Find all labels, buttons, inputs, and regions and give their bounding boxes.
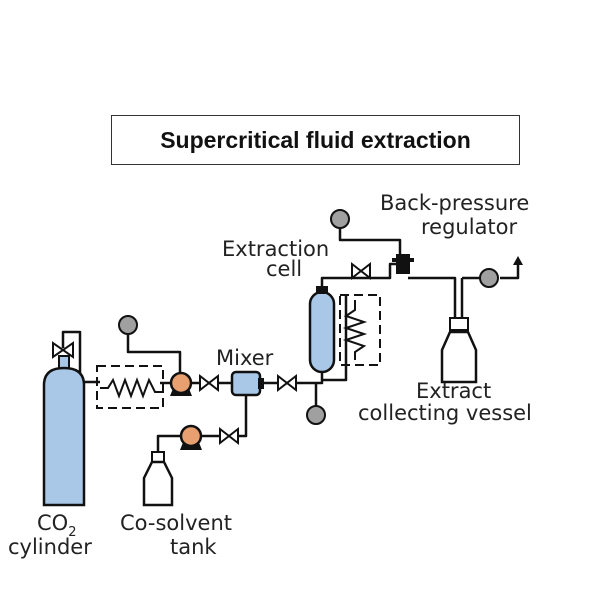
- bpr-label-line-2: regulator: [421, 215, 518, 239]
- heater-1-dashed-box: [96, 365, 164, 409]
- cell-to-bpr-line: [320, 262, 400, 302]
- cosolvent-to-pump-line: [156, 434, 185, 455]
- bpr-label-line-1: Back-pressure: [380, 191, 530, 215]
- bpr-body: [396, 254, 410, 274]
- co2-pump-icon: [169, 371, 193, 395]
- back-pressure-regulator: [392, 254, 414, 274]
- pressure-gauge-3-icon: [330, 209, 350, 229]
- collecting-vessel-neck: [449, 317, 469, 331]
- valve-4-icon: [351, 261, 371, 281]
- mixer-label: Mixer: [216, 346, 274, 370]
- bpr-flange: [392, 258, 414, 262]
- heater-1: [96, 365, 164, 409]
- co2-cylinder: [42, 341, 86, 507]
- extraction-label-line-2: cell: [266, 257, 303, 281]
- mixer-outlet: [258, 378, 264, 389]
- bpr-to-vessel-line: [408, 276, 457, 318]
- valve-3-icon: [219, 426, 239, 446]
- cosolvent-pump-icon: [179, 424, 203, 448]
- extraction-cell-body: [308, 290, 336, 374]
- collecting-vessel: [440, 317, 478, 384]
- extraction-cell: [308, 286, 336, 374]
- cosolvent-tank-neck: [151, 451, 165, 463]
- cylinder-label: cylinder: [8, 535, 92, 559]
- cosolvent-pump: [179, 424, 203, 450]
- vent-outlet-line: [500, 263, 520, 280]
- cylinder-valve-icon: [52, 341, 74, 359]
- co2-label: CO2: [37, 511, 77, 540]
- valve-1-icon: [199, 373, 219, 393]
- heater-2-dashed-box: [339, 294, 381, 366]
- mixer-body: [230, 370, 262, 397]
- co2-label-subscript: 2: [68, 525, 77, 540]
- diagram-title: Supercritical fluid extraction: [111, 115, 520, 165]
- piping: [61, 228, 520, 455]
- cylinder-body: [42, 366, 86, 507]
- pressure-gauge-2-icon: [306, 405, 326, 425]
- cosolvent-to-mixer-line: [198, 393, 248, 438]
- heater-1-coil-icon: [100, 377, 162, 399]
- valve-2-icon: [277, 373, 297, 393]
- heater-2-coil-icon: [342, 300, 368, 360]
- pressure-gauge-1-icon: [118, 315, 138, 335]
- co2-pump: [169, 371, 193, 396]
- cosolvent-tank: [142, 451, 174, 507]
- vent-arrow-icon: [513, 256, 523, 265]
- pump-gauge-line: [126, 333, 182, 372]
- cosolvent-label-line-2: tank: [170, 535, 217, 559]
- extraction-label-line-1: Extraction: [222, 237, 330, 261]
- extraction-cell-cap: [316, 286, 328, 294]
- mixer: [230, 370, 264, 397]
- collecting-vessel-body: [440, 330, 478, 384]
- pressure-gauge-4-icon: [479, 268, 499, 288]
- co2-label-main: CO: [37, 511, 69, 535]
- preheater-loop-line: [322, 295, 348, 382]
- cosolvent-tank-body: [142, 460, 174, 507]
- bpr-gauge-line: [338, 228, 402, 256]
- heater-2: [339, 294, 381, 366]
- cosolvent-label-line-1: Co-solvent: [120, 511, 232, 535]
- extract-label-line-2: collecting vessel: [358, 401, 532, 425]
- extract-label-line-1: Extract: [416, 379, 492, 403]
- co2-feed-line: [61, 330, 100, 384]
